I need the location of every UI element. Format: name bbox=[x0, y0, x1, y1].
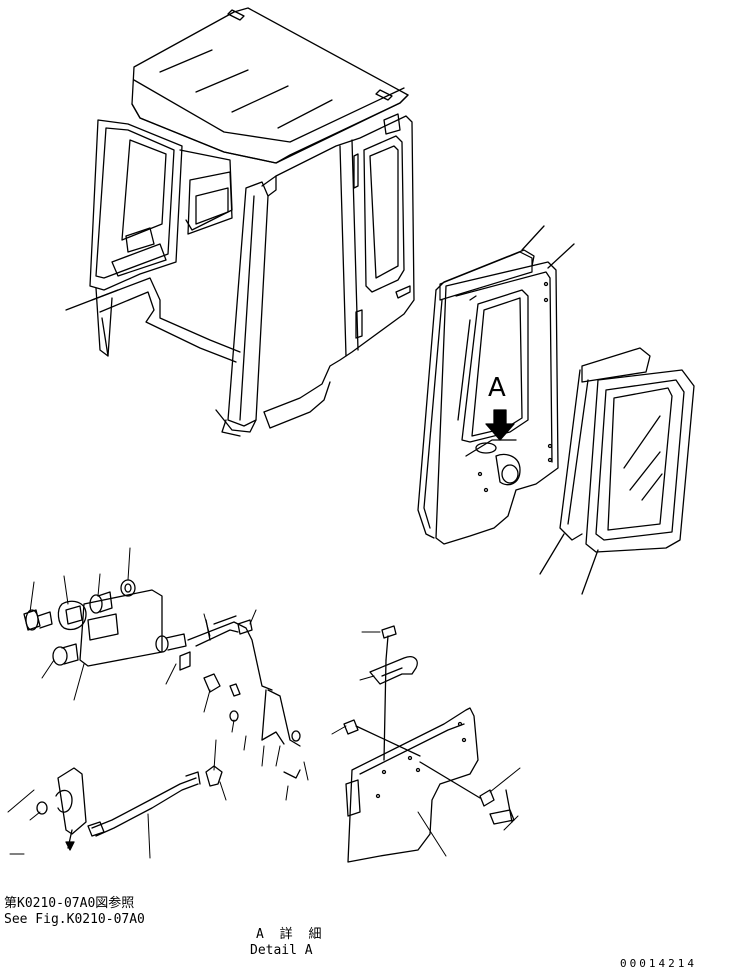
leaders-inner bbox=[332, 632, 520, 856]
release-cable bbox=[92, 778, 196, 828]
door-window bbox=[462, 290, 528, 442]
door-latch bbox=[58, 768, 86, 834]
door-handle bbox=[496, 455, 520, 485]
detail-label-en: Detail A bbox=[250, 943, 313, 958]
inner-panel bbox=[344, 626, 514, 862]
rivet bbox=[121, 580, 135, 596]
lock-plate bbox=[80, 590, 162, 666]
cab-front-pillar bbox=[228, 182, 268, 426]
leader-door bbox=[548, 244, 574, 268]
leader-window-seal bbox=[540, 534, 564, 574]
detail-label-jp: A 詳 細 bbox=[256, 927, 326, 942]
cab-roof bbox=[132, 8, 408, 163]
handle-bolt bbox=[382, 626, 396, 638]
detail-arrow bbox=[486, 410, 514, 440]
sliding-window bbox=[586, 370, 694, 552]
detail-callout-letter: A bbox=[488, 373, 506, 403]
nut bbox=[344, 720, 358, 734]
leader-cab bbox=[66, 290, 118, 310]
cable-clip bbox=[206, 766, 222, 786]
leader-window bbox=[582, 550, 598, 594]
cab-side-window bbox=[364, 136, 404, 292]
cab-rear-window bbox=[90, 120, 182, 290]
leaders-hardware bbox=[8, 548, 308, 858]
lock-bezel bbox=[58, 601, 86, 629]
door-seal bbox=[418, 250, 534, 538]
reference-label-en: See Fig.K0210-07A0 bbox=[4, 912, 145, 927]
door-panel bbox=[436, 262, 558, 544]
lock-hardware bbox=[24, 580, 300, 850]
screw bbox=[53, 647, 67, 665]
bolt-head bbox=[90, 595, 102, 613]
window-seal bbox=[560, 348, 650, 540]
leader-seal bbox=[522, 226, 544, 250]
collar bbox=[204, 674, 220, 692]
cab-assembly bbox=[90, 8, 414, 436]
figure-number: 00014214 bbox=[620, 957, 697, 970]
grab-handle bbox=[370, 657, 417, 684]
link-rod bbox=[188, 622, 272, 690]
reference-label-jp: 第K0210-07A0図参照 bbox=[4, 896, 135, 911]
